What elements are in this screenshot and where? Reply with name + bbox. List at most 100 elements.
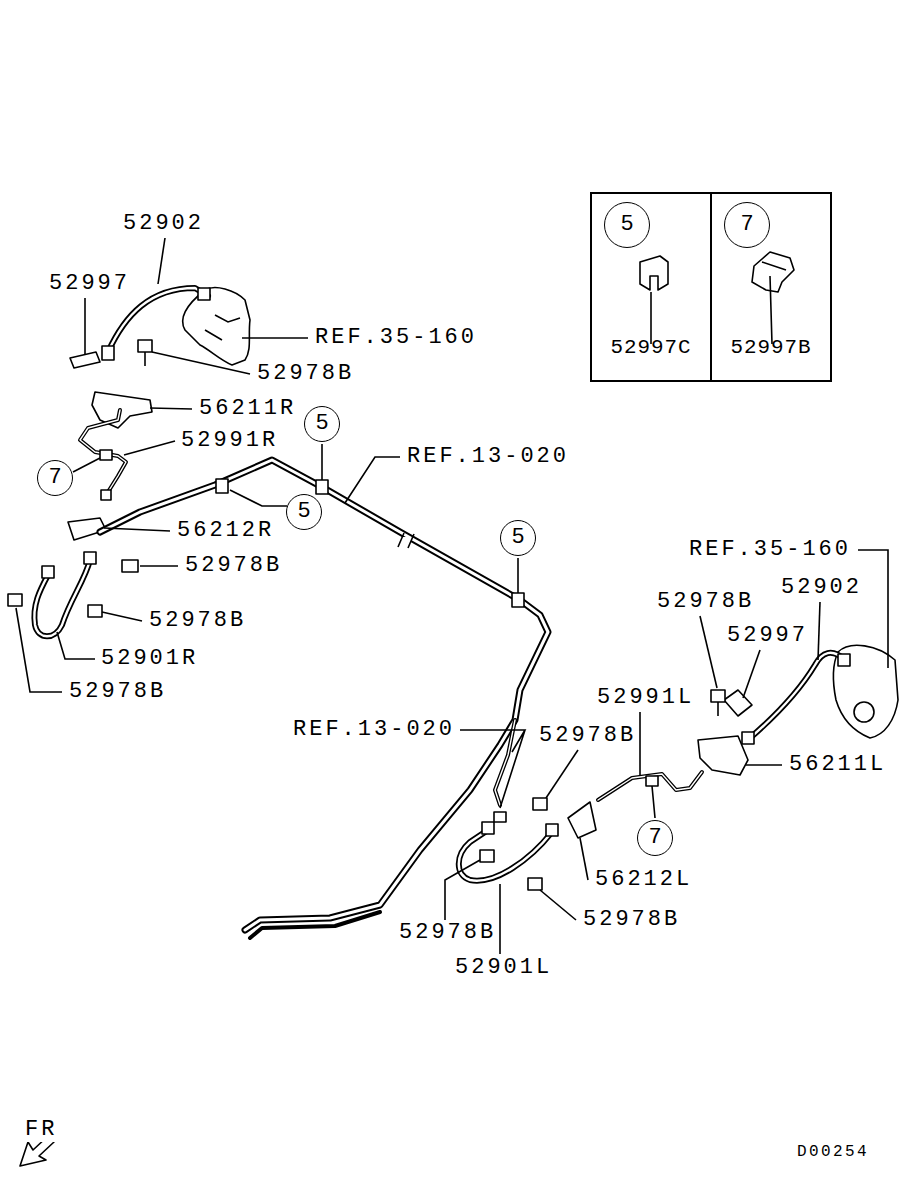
part-label: 52902: [780, 576, 863, 600]
reference-label: REF.35-160: [314, 326, 478, 350]
leader-line: [746, 764, 782, 766]
leader-line: [102, 612, 142, 621]
hose-fitting: [838, 654, 850, 666]
brake-hose: [459, 830, 552, 881]
callout-number: 7: [48, 466, 61, 490]
part-label: 52902: [122, 212, 205, 236]
bolt-head: [494, 812, 506, 822]
leader-line: [73, 458, 100, 472]
bolt-head: [88, 605, 102, 617]
part-label: 52978B: [184, 554, 283, 578]
hose-fitting: [102, 346, 114, 360]
brake-pipe: [80, 410, 126, 492]
main-brake-pipe: [250, 912, 380, 938]
leader-line: [546, 750, 578, 798]
clip-picture: [640, 256, 668, 290]
leader-line: [140, 565, 178, 567]
hose-fitting: [42, 566, 54, 578]
part-label: 52978B: [398, 921, 497, 945]
brake-pipe: [80, 410, 126, 492]
hose-fitting: [482, 822, 494, 834]
leader-line: [16, 608, 62, 692]
part-label: 52991R: [180, 429, 279, 453]
bolt-head: [480, 850, 494, 862]
callout-number: 5: [605, 213, 649, 237]
leader-line: [580, 838, 588, 880]
pipe-clip: [316, 480, 328, 494]
bolt-head: [711, 690, 725, 702]
bolt-head: [528, 878, 542, 890]
part-label: 52978B: [656, 590, 755, 614]
leader-line: [230, 490, 287, 506]
bolt-head: [8, 594, 22, 606]
callout-number: 7: [725, 213, 769, 237]
hose-fitting: [742, 732, 754, 744]
caliper-outline: [182, 288, 250, 365]
part-label: 52978B: [582, 908, 681, 932]
leader-line: [445, 860, 480, 920]
hose-fitting: [198, 288, 210, 300]
bolt-head: [533, 798, 547, 810]
part-label: 52997: [48, 272, 131, 296]
leader-line: [639, 712, 641, 776]
leader-line: [540, 890, 576, 920]
inset-cell: 52997B7: [710, 192, 832, 382]
leader-line: [499, 884, 501, 954]
pipe-fitting: [101, 490, 111, 500]
bolt-head: [122, 560, 138, 572]
pipe-clip: [100, 450, 112, 460]
brake-pipe: [598, 772, 702, 800]
brake-hose: [750, 653, 845, 738]
callout-circle: 5: [286, 494, 322, 530]
part-label: 56212R: [176, 519, 275, 543]
brake-hose: [750, 653, 845, 738]
part-label: 52978B: [256, 362, 355, 386]
hose-fitting: [546, 824, 558, 836]
callout-circle: 7: [37, 460, 73, 496]
part-label: FR: [24, 1118, 58, 1142]
leader-line: [104, 528, 170, 531]
clip-picture: [752, 252, 794, 292]
leader-line: [818, 602, 820, 660]
part-label: D00254: [796, 1140, 870, 1164]
callout-circle: 5: [304, 406, 340, 442]
bolt-thread: [144, 352, 146, 366]
brake-hose: [459, 830, 552, 881]
pipe-clip: [216, 479, 228, 493]
part-label: 52978B: [538, 724, 637, 748]
reference-label: REF.13-020: [406, 445, 570, 469]
leader-line: [124, 441, 175, 455]
part-label: 56212L: [594, 868, 693, 892]
part-label: 52978B: [68, 680, 167, 704]
leader-line: [460, 730, 525, 808]
brake-hose: [108, 288, 208, 352]
leader-line: [158, 238, 165, 284]
reference-label: REF.35-160: [688, 538, 852, 562]
callout-number: 5: [315, 412, 328, 436]
leader-line: [345, 457, 400, 503]
caliper-detail: [205, 315, 240, 340]
caliper-detail: [854, 702, 874, 722]
bracket: [724, 690, 752, 716]
inset-cell: 52997C5: [590, 192, 712, 382]
callout-circle: 7: [724, 202, 770, 248]
part-label: 52991L: [596, 686, 695, 710]
bracket: [70, 352, 100, 368]
part-label: 56211R: [198, 397, 297, 421]
bolt-head: [138, 340, 152, 352]
callout-number: 5: [297, 500, 310, 524]
reference-label: REF.13-020: [292, 718, 456, 742]
leader-line: [743, 650, 760, 698]
callout-number: 5: [511, 526, 524, 550]
pipe-clip: [646, 776, 658, 786]
callout-circle: 5: [500, 520, 536, 556]
pipe-clip: [512, 593, 524, 607]
bolt-thread: [717, 702, 719, 716]
leader-line: [242, 337, 308, 339]
brake-pipe: [598, 772, 702, 800]
leader-line: [152, 352, 250, 374]
leader-line: [858, 550, 888, 668]
